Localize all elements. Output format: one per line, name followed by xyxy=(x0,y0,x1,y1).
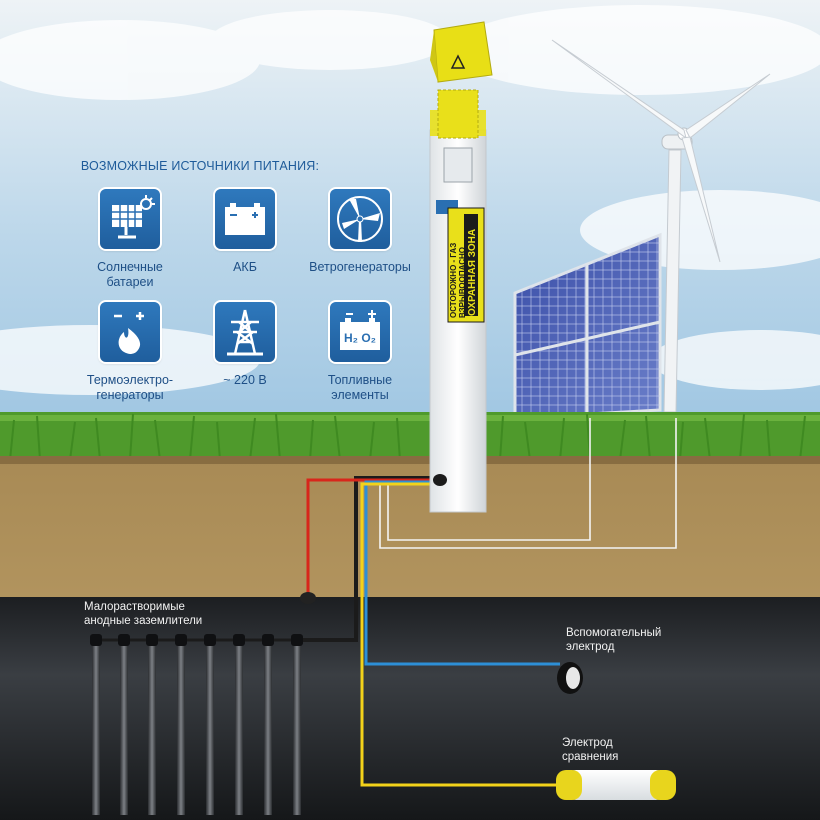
power-source-item: Ветрогенераторы xyxy=(295,189,425,309)
power-source-label: Ветрогенераторы xyxy=(309,260,411,274)
anode-rod xyxy=(92,640,100,815)
white-cables xyxy=(379,418,677,549)
reference-electrode-label: Электрод сравнения xyxy=(562,737,619,763)
solar-panel-icon xyxy=(100,189,160,249)
anode-rod xyxy=(206,640,214,815)
anode-rod xyxy=(148,640,156,815)
anode-cap xyxy=(175,634,187,646)
fuel-cell-icon: H₂ O₂ xyxy=(330,302,390,362)
svg-text:H₂ O₂: H₂ O₂ xyxy=(344,331,376,345)
anodes-label: Малорастворимые анодные заземлители xyxy=(84,601,203,627)
anode-rod xyxy=(177,640,185,815)
anode-cap xyxy=(204,634,216,646)
anode-rod xyxy=(120,640,128,815)
anode-cap xyxy=(90,634,102,646)
anode-cap xyxy=(233,634,245,646)
anode-cap xyxy=(262,634,274,646)
auxiliary-electrode-label: Вспомогательный электрод xyxy=(566,627,662,653)
anode-cap xyxy=(146,634,158,646)
power-source-item: Термоэлектро- генераторы xyxy=(65,302,195,422)
power-source-item: АКБ xyxy=(180,189,310,309)
anode-rod xyxy=(293,640,301,815)
power-source-item: Солнечные батареи xyxy=(65,189,195,309)
anode-rod xyxy=(235,640,243,815)
post-warning-label: ОСТОРОЖНО - ГАЗВЗРЫВООПАСНО xyxy=(449,243,467,318)
wind-turbine-icon xyxy=(330,189,390,249)
power-source-label: ~ 220 В xyxy=(223,373,267,387)
post-zone-label: ОХРАННАЯ ЗОНА xyxy=(467,229,478,316)
pipe-connection-point xyxy=(300,592,316,604)
solar-panel-array xyxy=(513,232,662,420)
anode-rod xyxy=(264,640,272,815)
wires xyxy=(297,476,560,787)
anode-cap xyxy=(118,634,130,646)
power-source-label: Термоэлектро- генераторы xyxy=(86,373,174,402)
auxiliary-electrode xyxy=(557,662,583,694)
power-tower-icon xyxy=(215,302,275,362)
power-source-label: Солнечные батареи xyxy=(97,260,163,289)
power-source-item: ~ 220 В xyxy=(180,302,310,422)
anode-rods xyxy=(90,634,303,815)
reference-electrode xyxy=(556,770,676,800)
power-sources-title: ВОЗМОЖНЫЕ ИСТОЧНИКИ ПИТАНИЯ: xyxy=(80,159,320,173)
marker-post xyxy=(429,21,493,513)
fire-thermo-icon xyxy=(100,302,160,362)
power-source-item: H₂ O₂ Топливные элементы xyxy=(295,302,425,422)
power-source-label: АКБ xyxy=(233,260,257,274)
wind-turbine xyxy=(551,39,771,413)
battery-icon xyxy=(215,189,275,249)
pipeline xyxy=(0,597,820,820)
power-source-label: Топливные элементы xyxy=(327,373,393,402)
anode-cap xyxy=(291,634,303,646)
